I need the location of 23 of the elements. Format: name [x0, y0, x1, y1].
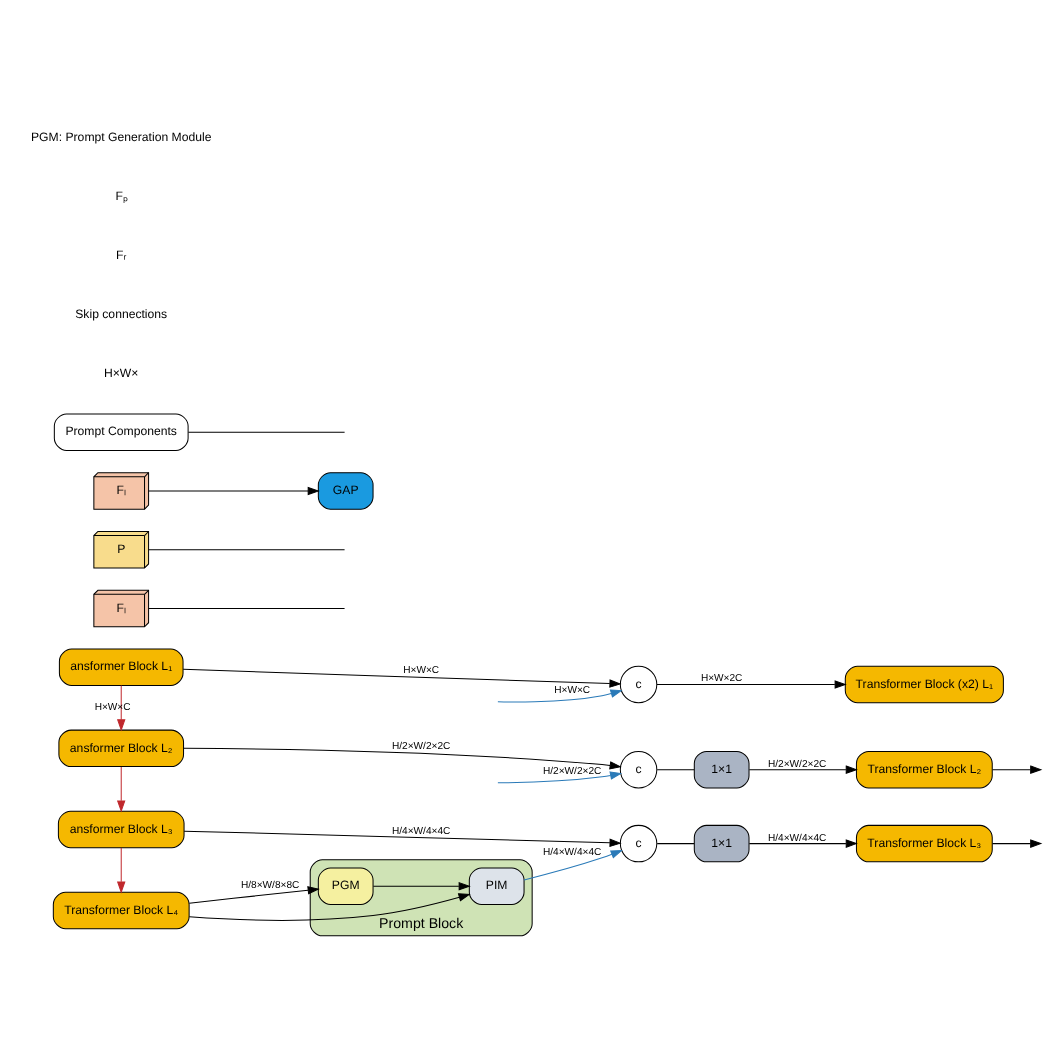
- arrow: [497, 688, 623, 702]
- arrow: [748, 764, 858, 773]
- arrow: [183, 829, 622, 847]
- arrow: [116, 765, 126, 812]
- arrow: [148, 485, 320, 495]
- arrow: [523, 848, 623, 880]
- arrow: [748, 838, 858, 847]
- arrow: [188, 892, 471, 920]
- arrow: [992, 764, 1043, 773]
- connector: [187, 430, 346, 432]
- arrow: [116, 846, 126, 893]
- connector: [656, 768, 695, 770]
- connector: [656, 842, 695, 844]
- connector: [148, 548, 346, 550]
- arrow: [116, 684, 126, 731]
- connector: [148, 607, 346, 608]
- arrow: [372, 880, 471, 890]
- arrow: [183, 746, 622, 769]
- arrow: [656, 679, 847, 688]
- arrow: [497, 770, 623, 783]
- arrow: [182, 667, 622, 687]
- arrow: [992, 838, 1043, 847]
- arrow: [188, 885, 320, 903]
